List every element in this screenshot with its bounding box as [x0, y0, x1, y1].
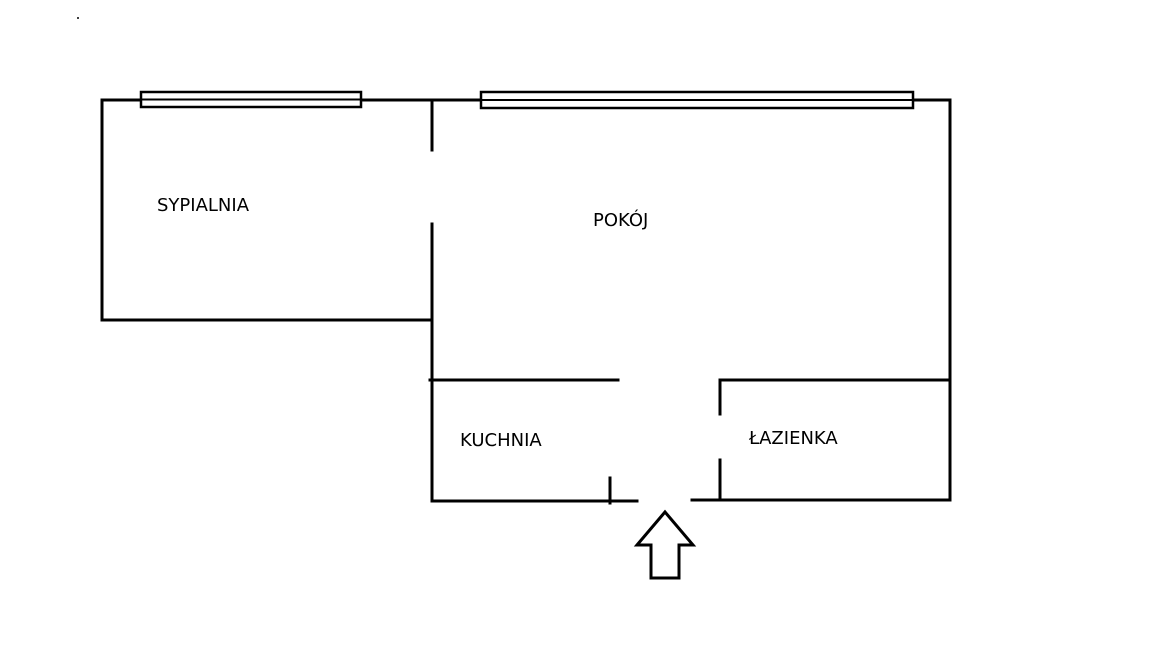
- living-room-label: POKÓJ: [593, 209, 648, 231]
- bedroom-label: SYPIALNIA: [157, 195, 250, 216]
- kitchen-walls: [428, 378, 639, 505]
- living-room-window: [479, 90, 915, 110]
- speck: [77, 17, 79, 19]
- bathroom-label: ŁAZIENKA: [748, 428, 838, 449]
- bathroom-walls: [690, 378, 952, 502]
- bedroom-walls: [100, 98, 434, 322]
- up-arrow-icon: [633, 509, 697, 580]
- bedroom-window: [139, 90, 363, 109]
- kitchen-label: KUCHNIA: [460, 430, 542, 451]
